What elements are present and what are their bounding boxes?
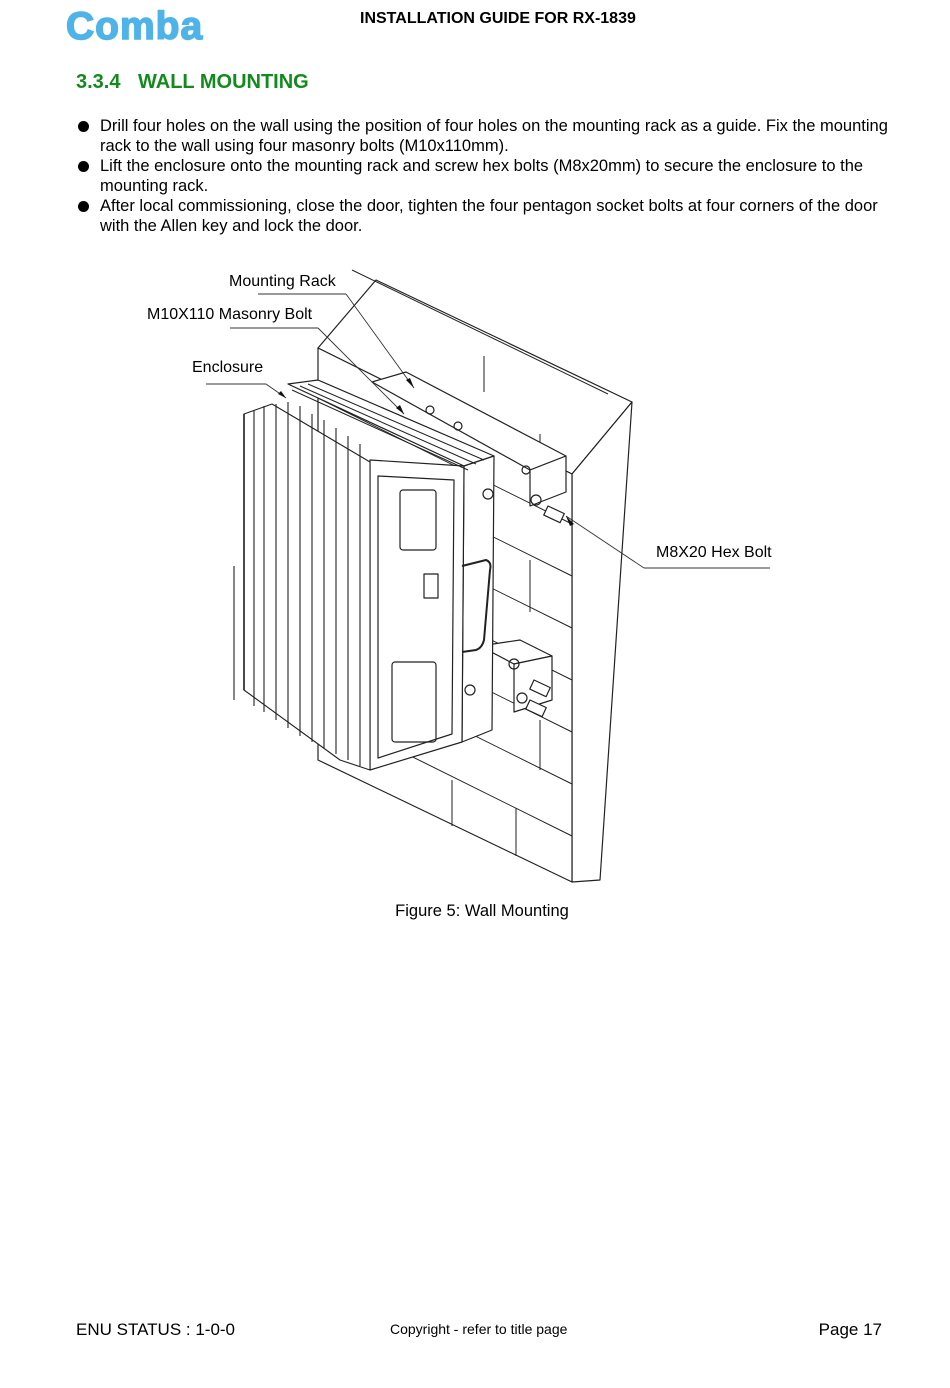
page-number: Page 17	[818, 1320, 882, 1339]
label-mounting-rack: Mounting Rack	[229, 273, 336, 290]
wall-mounting-figure: Mounting Rack M10X110 Masonry Bolt Enclo…	[0, 260, 950, 900]
hex-bolts	[525, 505, 565, 718]
svg-text:Comba: Comba	[66, 6, 203, 46]
section-title: WALL MOUNTING	[138, 71, 309, 93]
list-item: After local commissioning, close the doo…	[76, 196, 896, 236]
bullet-icon	[78, 161, 89, 172]
footer-copyright: Copyright - refer to title page	[390, 1321, 568, 1337]
label-masonry-bolt: M10X110 Masonry Bolt	[147, 306, 313, 323]
comba-logo: Comba	[66, 6, 203, 46]
list-item: Lift the enclosure onto the mounting rac…	[76, 156, 896, 196]
label-enclosure: Enclosure	[192, 359, 264, 376]
footer-status: ENU STATUS : 1-0-0	[76, 1320, 236, 1339]
wall-mounting-drawing	[206, 269, 770, 883]
list-item: Drill four holes on the wall using the p…	[76, 116, 896, 156]
mounting-rack	[371, 371, 567, 713]
enclosure	[233, 379, 495, 771]
bullet-icon	[78, 201, 89, 212]
section-number: 3.3.4	[76, 71, 121, 93]
section-heading: 3.3.4 WALL MOUNTING	[76, 71, 309, 94]
label-hex-bolt: M8X20 Hex Bolt	[656, 544, 772, 561]
bullet-icon	[78, 121, 89, 132]
instruction-list: Drill four holes on the wall using the p…	[76, 116, 896, 236]
document-title: INSTALLATION GUIDE FOR RX-1839	[360, 10, 636, 27]
figure-caption: Figure 5: Wall Mounting	[395, 902, 569, 920]
